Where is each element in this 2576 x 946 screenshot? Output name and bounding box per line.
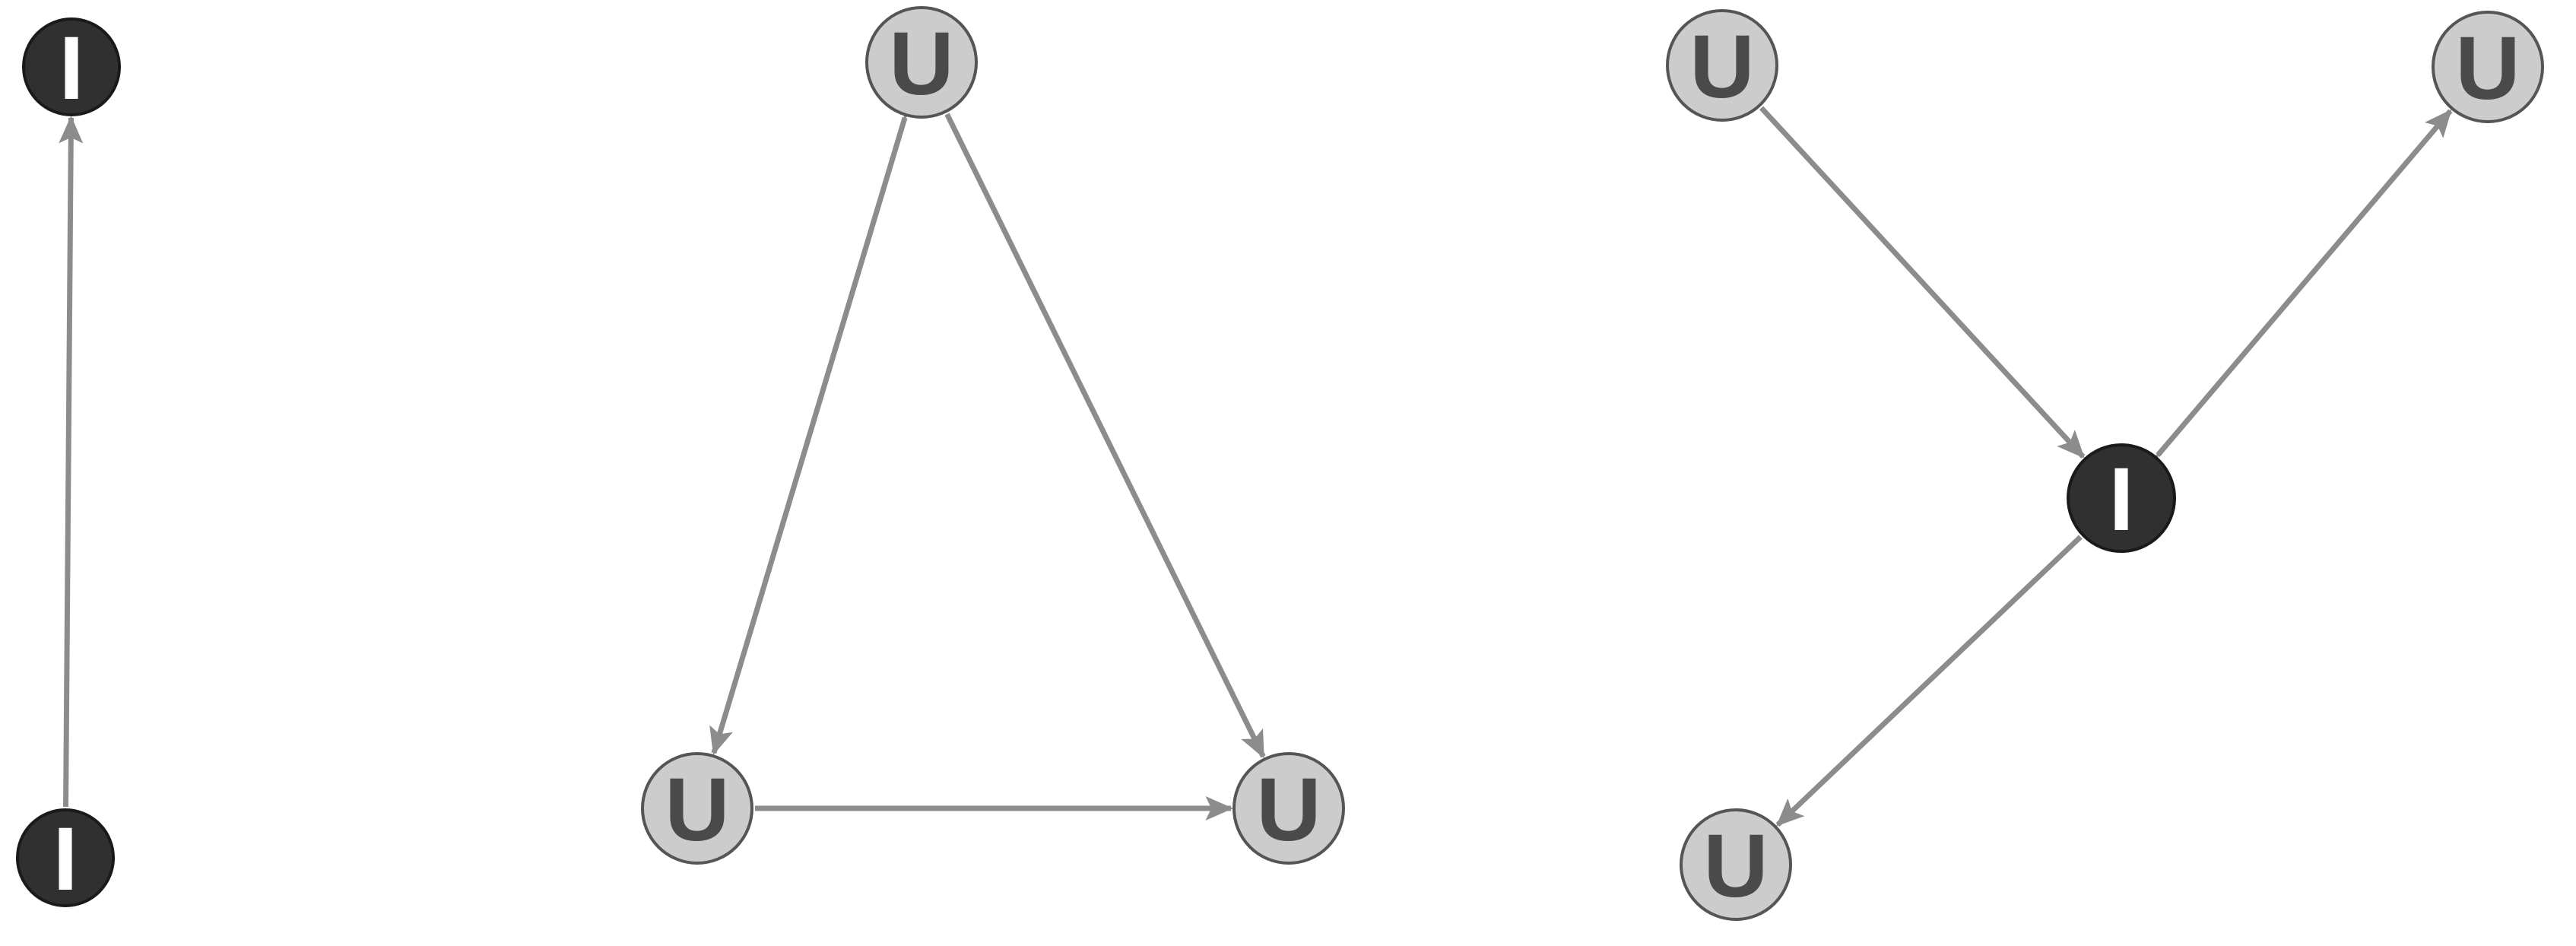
node-g1n1-infected[interactable]: I [22,17,121,119]
graph-infected-hub-star-edges [1759,106,2453,827]
graph-uninfected-triangle-edges [709,90,1266,821]
node-circle[interactable] [16,808,115,907]
edge-g3n3-to-g3n4 [1775,535,2083,827]
node-g3n4-uninfected[interactable]: U [1680,808,1792,921]
graph-uninfected-triangle-nodes: U U U [641,6,1345,865]
edge-g2n1-to-g2n3 [944,113,1266,759]
node-circle[interactable] [641,752,753,865]
node-circle[interactable] [2067,443,2176,553]
node-circle[interactable] [1232,752,1345,865]
node-g3n3-infected[interactable]: I [2067,443,2176,553]
node-circle[interactable] [1680,808,1792,921]
node-g3n1-uninfected[interactable]: U [1666,9,1778,122]
edge-g3n1-to-g3n3 [1759,106,2086,459]
nodes-layer: I I U U U U U I U [16,6,2544,921]
node-g2n1-uninfected[interactable]: U [865,6,978,119]
node-g1n2-infected[interactable]: I [16,808,115,909]
node-circle[interactable] [1666,9,1778,122]
node-circle[interactable] [865,6,978,119]
node-g2n3-uninfected[interactable]: U [1232,752,1345,865]
edge-g1n2-to-g1n1 [59,116,84,808]
node-g3n2-uninfected[interactable]: U [2432,11,2544,123]
edges-layer [59,90,2453,827]
node-circle[interactable] [2432,11,2544,123]
node-circle[interactable] [22,17,121,116]
edge-g3n3-to-g3n2 [2132,109,2453,483]
node-g2n2-uninfected[interactable]: U [641,752,753,865]
edge-g2n1-to-g2n2 [709,90,925,756]
graph-two-node-infected-chain-edges [59,116,84,808]
